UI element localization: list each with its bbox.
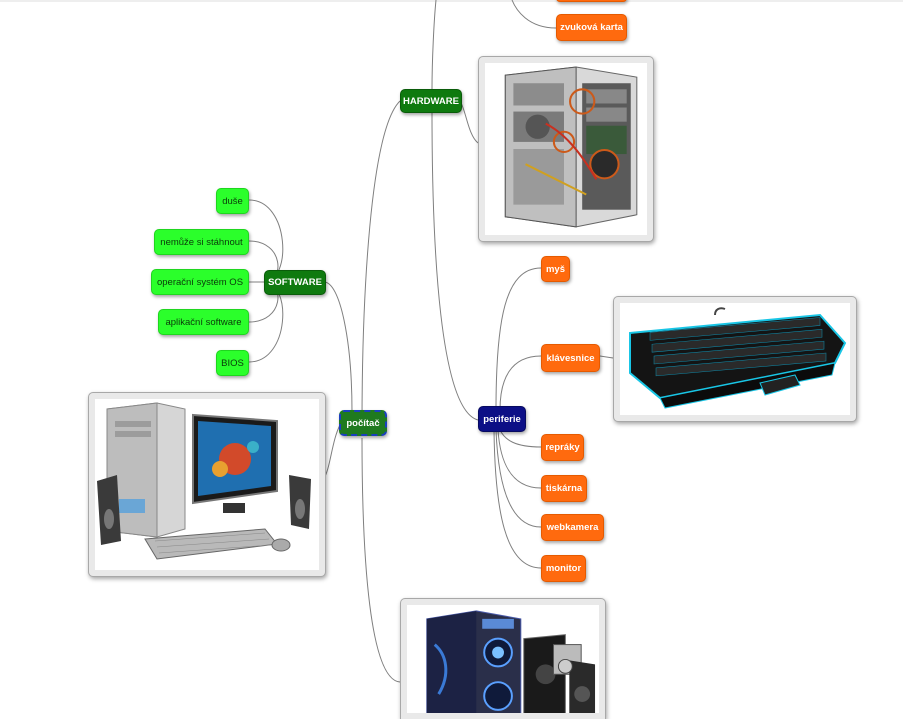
hardware-label: HARDWARE	[403, 95, 459, 107]
root-image-node[interactable]	[88, 392, 326, 577]
link-zvukova	[511, 0, 557, 29]
link-hardware-periferie	[431, 111, 479, 421]
link-monitor	[493, 429, 542, 569]
monitor-node[interactable]: monitor	[541, 555, 586, 582]
bios-label: BIOS	[221, 357, 244, 369]
mys-label: myš	[545, 263, 565, 275]
duse-node[interactable]: duše	[216, 188, 249, 214]
root-label: počítač	[346, 417, 380, 429]
link-tiskarna	[497, 429, 542, 489]
keyboard-image-node[interactable]	[613, 296, 857, 422]
klavesnice-node[interactable]: klávesnice	[541, 344, 600, 372]
periferie-node[interactable]: periferie	[478, 406, 526, 432]
webkamera-label: webkamera	[546, 522, 599, 533]
hardware-node[interactable]: HARDWARE	[400, 89, 462, 113]
nemuze-node[interactable]: nemůže si stáhnout	[154, 229, 249, 255]
bios-node[interactable]: BIOS	[216, 350, 249, 376]
repraky-label: repráky	[545, 442, 580, 453]
link-root-hardware	[361, 100, 401, 426]
tiskarna-node[interactable]: tiskárna	[541, 475, 587, 502]
mys-node[interactable]: myš	[541, 256, 570, 282]
hardware-image-node[interactable]	[478, 56, 654, 242]
keyboard-icon	[620, 303, 850, 415]
link-hardware-image	[459, 100, 479, 144]
repraky-node[interactable]: repráky	[541, 434, 584, 461]
bottom-image-node[interactable]	[400, 598, 606, 719]
link-root-software	[323, 281, 353, 413]
pc-case-internals-icon	[485, 63, 647, 235]
aplikacni-label: aplikační software	[165, 316, 242, 328]
klavesnice-label: klávesnice	[546, 352, 595, 364]
cut-off-node[interactable]	[556, 0, 627, 2]
desktop-computer-icon	[95, 399, 319, 570]
duse-label: duše	[222, 195, 243, 207]
link-root-bottom	[361, 437, 401, 683]
zvukova-karta-node[interactable]: zvuková karta	[556, 14, 627, 41]
software-label: SOFTWARE	[268, 277, 322, 288]
tiskarna-label: tiskárna	[545, 483, 583, 494]
monitor-label: monitor	[545, 563, 582, 574]
zvukova-karta-label: zvuková karta	[560, 22, 623, 33]
link-klav-image	[599, 355, 614, 359]
os-label: operační systém OS	[156, 276, 244, 288]
os-node[interactable]: operační systém OS	[151, 269, 249, 295]
link-webkamera	[495, 429, 542, 528]
link-repraky	[499, 429, 542, 448]
link-root-image	[323, 424, 341, 479]
link-hardware-up	[431, 0, 437, 91]
top-border	[0, 0, 903, 2]
gaming-pc-speakers-icon	[407, 605, 599, 713]
nemuze-label: nemůže si stáhnout	[160, 236, 243, 248]
periferie-label: periferie	[483, 413, 521, 425]
software-node[interactable]: SOFTWARE	[264, 270, 326, 295]
aplikacni-node[interactable]: aplikační software	[158, 309, 249, 335]
root-node[interactable]: počítač	[339, 410, 387, 436]
link-klavesnice	[499, 355, 542, 411]
webkamera-node[interactable]: webkamera	[541, 514, 604, 541]
link-mys	[495, 267, 542, 411]
